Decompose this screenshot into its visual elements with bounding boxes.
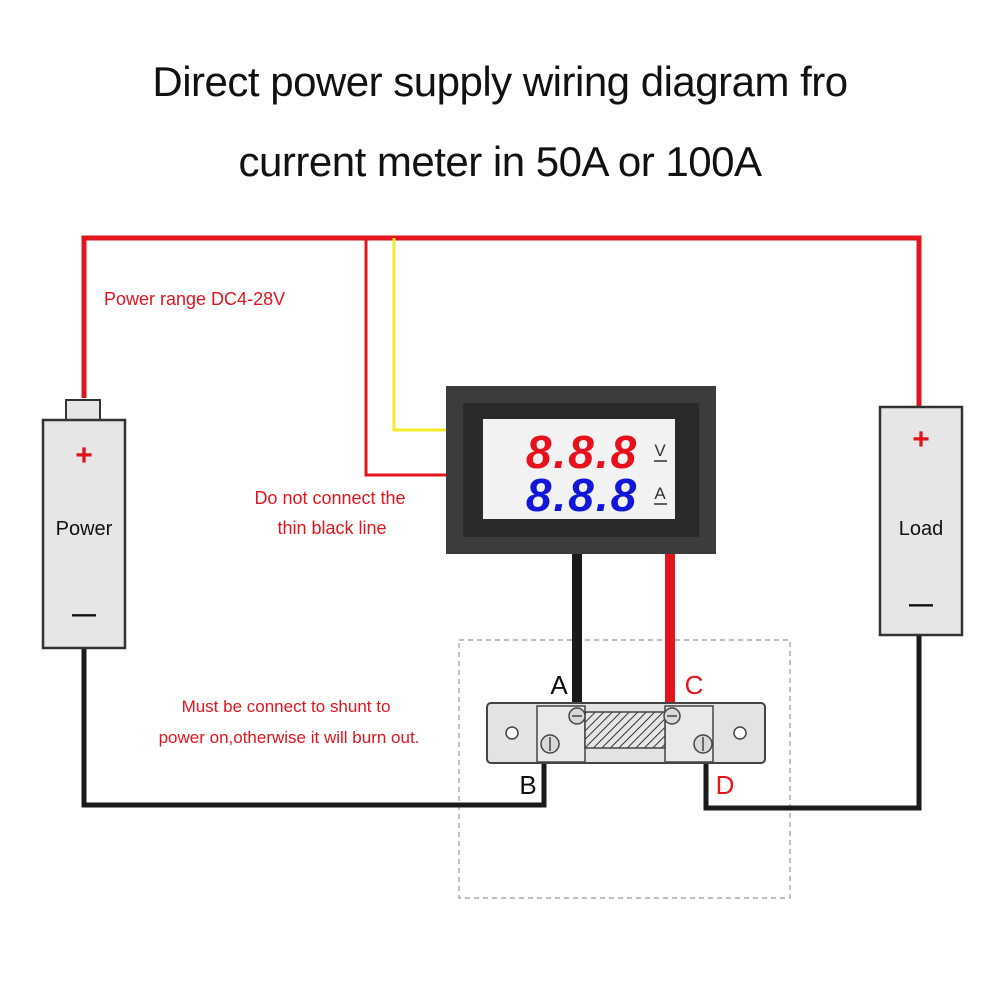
load-label: Load bbox=[899, 518, 944, 540]
power-positive-sign: + bbox=[75, 439, 93, 472]
voltage-unit: V bbox=[654, 441, 666, 460]
shunt-warning-2: power on,otherwise it will burn out. bbox=[159, 728, 420, 747]
diagram-title-line-1: Direct power supply wiring diagram fro bbox=[152, 58, 848, 105]
power-label: Power bbox=[56, 518, 113, 540]
terminal-b-label: B bbox=[519, 770, 536, 800]
load-positive-sign: + bbox=[912, 423, 930, 456]
yellow-signal-wire bbox=[392, 238, 448, 432]
terminal-screws bbox=[540, 707, 713, 754]
power-source bbox=[41, 399, 127, 650]
panel-meter bbox=[446, 386, 716, 554]
terminal-a-label: A bbox=[550, 670, 568, 700]
terminal-c-label: C bbox=[685, 670, 704, 700]
shunt-area-outline bbox=[458, 639, 791, 899]
terminal-d-label: D bbox=[716, 770, 735, 800]
positive-wire bbox=[81, 235, 922, 477]
thin-line-note-1: Do not connect the bbox=[254, 488, 405, 508]
diagram-title-line-2: current meter in 50A or 100A bbox=[238, 138, 762, 185]
load-device bbox=[878, 405, 964, 637]
power-negative-sign: — bbox=[72, 601, 96, 628]
ampere-display: 8.8.8 bbox=[526, 469, 638, 521]
load-negative-sign: — bbox=[909, 591, 933, 618]
negative-wire bbox=[81, 636, 922, 811]
shunt-warning-1: Must be connect to shunt to bbox=[182, 697, 391, 716]
meter-black-lead bbox=[572, 553, 582, 715]
ampere-unit: A bbox=[654, 484, 666, 503]
voltage-display: 8.8.8 bbox=[526, 426, 638, 478]
thin-line-note-2: thin black line bbox=[277, 518, 386, 538]
meter-red-lead bbox=[665, 553, 675, 715]
shunt-resistor bbox=[486, 702, 766, 764]
power-range-note: Power range DC4-28V bbox=[104, 289, 285, 309]
